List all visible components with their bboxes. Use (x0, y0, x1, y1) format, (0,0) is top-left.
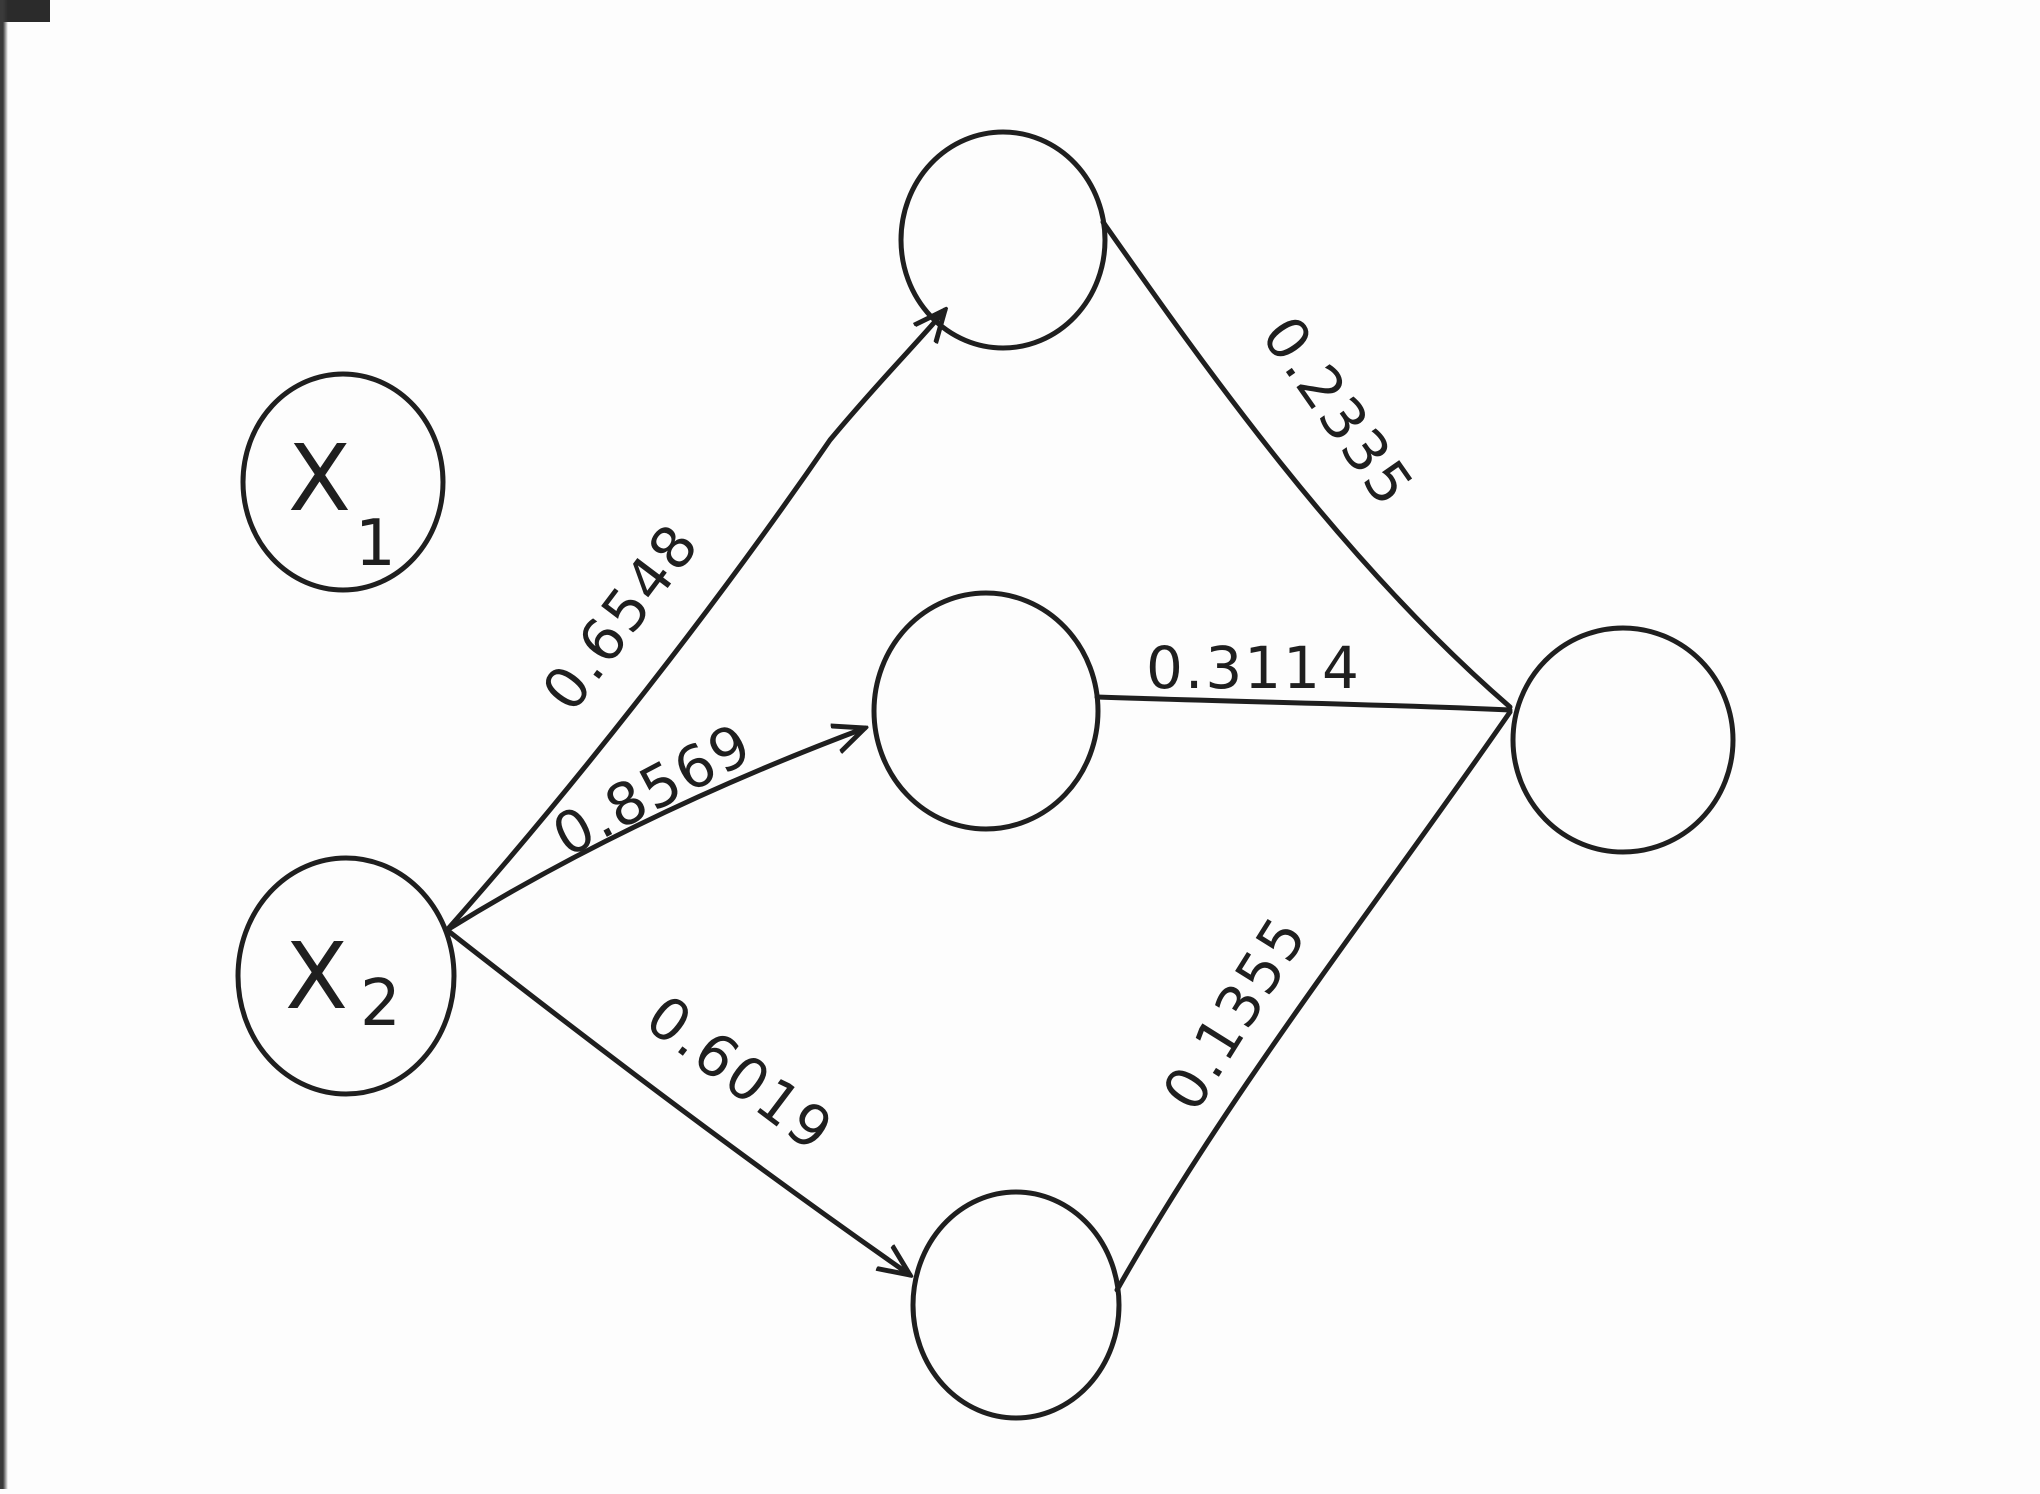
hidden-node-1 (898, 129, 1108, 351)
weight-h1-out: 0.2335 (1249, 304, 1428, 519)
x1-label: X (288, 425, 351, 532)
edge-h2-to-out (1094, 694, 1513, 713)
edges (444, 219, 1513, 1293)
weight-h2-out: 0.3114 (1146, 634, 1361, 702)
edge-x2-to-h1 (444, 310, 945, 933)
weight-x2-h2: 0.8569 (542, 709, 764, 870)
weight-x2-h1: 0.6548 (529, 511, 713, 724)
x2-label: X (285, 923, 348, 1030)
edge-x2-to-h2 (444, 728, 865, 933)
nodes (235, 129, 1736, 1421)
node-labels: X 1 X 2 (285, 425, 401, 1041)
edge-x2-to-h3 (444, 927, 910, 1275)
edge-h3-to-out (1114, 709, 1513, 1293)
hidden-node-3 (910, 1189, 1122, 1421)
x2-subscript: 2 (360, 967, 401, 1041)
input-node-x1 (240, 371, 446, 593)
edge-h1-to-out (1100, 219, 1513, 710)
x1-subscript: 1 (355, 507, 396, 581)
output-node (1510, 625, 1736, 855)
weight-x2-h3: 0.6019 (634, 982, 847, 1166)
input-node-x2 (235, 855, 457, 1097)
weight-labels: 0.6548 0.8569 0.6019 0.2335 0.3114 0.135… (529, 304, 1428, 1166)
scan-edge-shadow (0, 0, 12, 1489)
hidden-node-2 (871, 590, 1101, 832)
scan-corner-mark (0, 0, 50, 22)
